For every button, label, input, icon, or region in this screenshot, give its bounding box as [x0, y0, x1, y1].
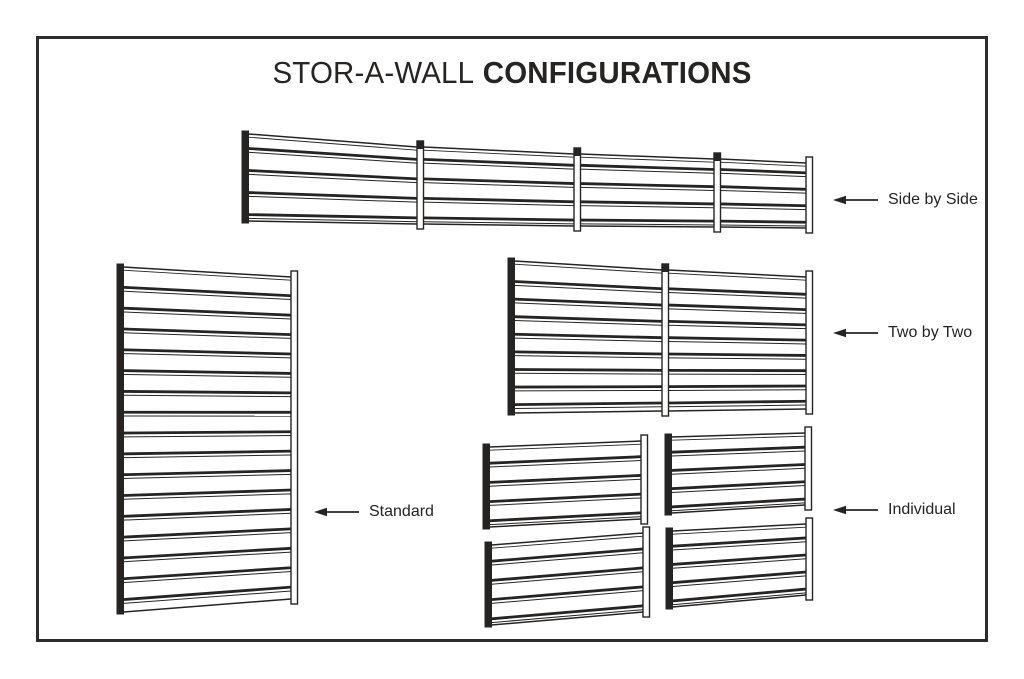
caption-two-by-two: Two by Two: [833, 324, 972, 342]
left-arrow-icon: [833, 328, 878, 338]
caption-individual: Individual: [833, 501, 956, 519]
config-label-side-by-side: Side by Side: [888, 191, 978, 208]
individual-diagram: [482, 426, 814, 628]
config-label-standard: Standard: [369, 503, 434, 520]
config-label-two-by-two: Two by Two: [888, 324, 973, 341]
caption-side-by-side: Side by Side: [833, 191, 978, 209]
caption-standard: Standard: [314, 503, 434, 521]
standard-diagram: [116, 263, 299, 615]
left-arrow-icon: [833, 195, 878, 205]
title-product-name: STOR-A-WALL: [272, 55, 475, 90]
side-by-side-diagram: [241, 130, 814, 234]
left-arrow-icon: [833, 505, 878, 515]
config-label-individual: Individual: [888, 501, 956, 518]
title-configurations-word: CONFIGURATIONS: [482, 55, 752, 90]
two-by-two-diagram: [507, 257, 814, 417]
left-arrow-icon: [314, 507, 359, 517]
